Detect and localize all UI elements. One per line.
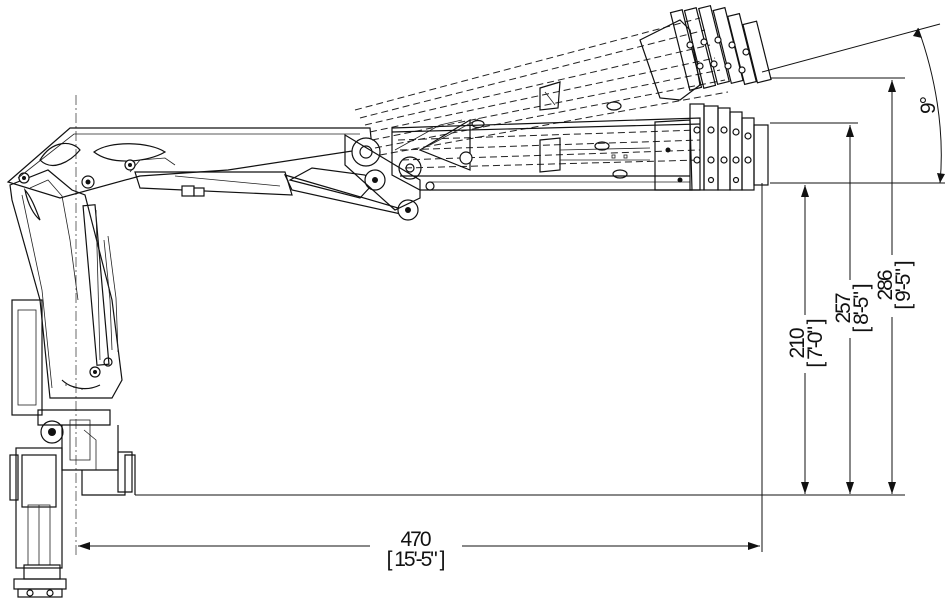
height-high-imperial-label: [ 9'-5" ] <box>892 261 915 309</box>
height-low-imperial-label: [ 7'-0" ] <box>804 319 827 367</box>
height-mid-imperial-label: [ 8'-5" ] <box>850 284 873 332</box>
height-mid-metric-label: 257 <box>832 293 855 323</box>
extension-boom-raised-position <box>354 4 772 156</box>
extension-boom-horizontal-position <box>391 103 769 191</box>
angle-label: 9° <box>917 96 940 114</box>
main-boom <box>6 119 463 221</box>
reach-metric-label: 470 <box>400 528 430 551</box>
reach-imperial-label: [ 15'-5" ] <box>387 548 445 571</box>
height-low-metric-label: 210 <box>786 328 809 358</box>
crane-base-and-column <box>9 95 136 598</box>
height-high-metric-label: 286 <box>874 270 897 300</box>
dimension-annotations <box>78 23 945 570</box>
